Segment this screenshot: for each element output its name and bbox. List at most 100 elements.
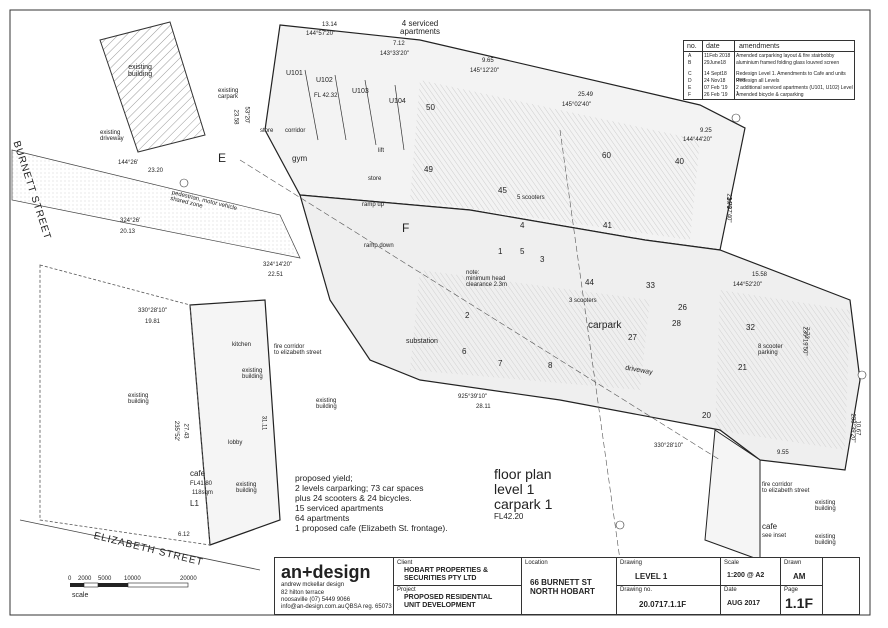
dim-17: 330°28'10": [138, 308, 168, 314]
grid-marker-a2: [857, 370, 867, 380]
dim-20: 144°52'20": [733, 282, 763, 288]
cafe-fl-label: FL41.80: [190, 481, 213, 487]
l1-label: L1: [190, 499, 199, 508]
dim-34: 234°37'40": [725, 193, 732, 223]
cafe-label: cafe: [190, 469, 206, 478]
yield-line-2: 2 levels carparking; 73 car spaces: [295, 483, 424, 493]
grid-line-e: [239, 159, 721, 461]
client-value: HOBART PROPERTIES & SECURITIES PTY LTD: [404, 567, 489, 582]
dim-5: 9.65: [482, 58, 494, 64]
scale-tb-label: Scale: [724, 560, 740, 566]
scale-tick-4: 20000: [180, 576, 197, 582]
page-value: 1.1F: [785, 595, 814, 611]
dim-7: 25.49: [578, 92, 594, 98]
yield-line-1: proposed yield;: [295, 473, 353, 483]
scooters8-label: 8 scooter parking: [758, 344, 783, 356]
existing-building-hatched: [99, 21, 206, 153]
amend-hdr-date: date: [706, 43, 720, 50]
see-inset-label: see inset: [762, 533, 787, 539]
dim-27: 6.12: [178, 532, 190, 538]
yield-line-3: plus 24 scooters & 24 bicycles.: [295, 493, 412, 503]
slot-21: 21: [738, 363, 747, 372]
slot-33: 33: [646, 281, 655, 290]
project-value: PROPOSED RESIDENTIAL UNIT DEVELOPMENT: [404, 594, 493, 609]
sheet-border: [9, 9, 871, 616]
dim-22: 28.11: [476, 404, 491, 410]
date-value: AUG 2017: [727, 600, 761, 607]
existing-building-1: existing building: [128, 64, 153, 78]
yield-line-4: 15 serviced apartments: [295, 503, 384, 513]
scooters3-label: 3 scooters: [569, 298, 597, 304]
drawn-cell: Drawn AM Page 1.1F: [780, 558, 823, 614]
project-label: Project: [397, 587, 416, 593]
unit-u102-label: U102: [316, 77, 333, 84]
unit-u104-label: U104: [389, 98, 406, 105]
ramp-down-label: ramp down: [364, 243, 394, 249]
slot-1: 1: [498, 247, 503, 256]
slot-27: 27: [628, 333, 637, 342]
dim-6: 145°12'20": [470, 68, 500, 74]
dim-18: 19.81: [145, 319, 161, 325]
dim-11: 23.20: [148, 168, 164, 174]
dim-15: 324°14'20": [263, 262, 293, 268]
slot-5: 5: [520, 247, 525, 256]
slot-32: 32: [746, 323, 755, 332]
existing-building-2: existing building: [128, 393, 149, 405]
amend-hdr-no: no.: [687, 43, 697, 50]
dim-35: 23.58: [232, 109, 239, 125]
ramp-up-label: ramp up: [362, 202, 385, 208]
scale-tick-2: 5000: [98, 576, 112, 582]
corridor-label: corridor: [285, 128, 306, 134]
grid-marker-b2: [615, 520, 625, 530]
drawing-title: floor plan level 1 carpark 1 FL42.20: [494, 467, 552, 522]
unit-u101-label: U101: [286, 70, 303, 77]
dim-23: 330°28'10": [654, 443, 684, 449]
client-label: Client: [397, 560, 413, 566]
carpark-area-label: carpark: [588, 320, 622, 331]
existing-building-7: existing building: [815, 500, 836, 512]
drawing-cell: Drawing LEVEL 1 Drawing no. 20.0717.1.1F: [616, 558, 721, 614]
location-value: 66 BURNETT ST NORTH HOBART: [530, 578, 595, 596]
scale-tick-3: 10000: [124, 576, 141, 582]
company-addr-2: noosaville (07) 5449 9066: [281, 597, 351, 603]
dim-1: 13.14: [322, 22, 338, 28]
drawing-value: LEVEL 1: [635, 572, 668, 581]
slot-41: 41: [603, 221, 612, 230]
title-block: an+design andrew mckellar design 82 hilt…: [274, 557, 860, 615]
slot-6: 6: [462, 347, 467, 356]
cafe-area-label: 118sqm: [192, 490, 213, 496]
dim-12: 144°26': [118, 160, 139, 166]
head-clearance-note: note: minimum head clearance 2.3m: [466, 270, 508, 288]
slot-2: 2: [465, 311, 470, 320]
slot-49: 49: [424, 165, 433, 174]
dim-19: 15.58: [752, 272, 768, 278]
cafe-inset-label: cafe: [762, 522, 778, 531]
dim-16: 22.51: [268, 272, 284, 278]
lift-label: lift: [378, 148, 384, 154]
slot-40: 40: [675, 157, 684, 166]
existing-building-left: [39, 264, 211, 546]
dim-9: 9.25: [700, 128, 712, 134]
burnett-street-road: [11, 149, 301, 259]
dim-28: 31.11: [260, 415, 267, 431]
fire-corridor-label-1: fire corridor to elizabeth street: [274, 344, 322, 356]
page-label: Page: [784, 587, 799, 593]
client-cell: Client HOBART PROPERTIES & SECURITIES PT…: [393, 558, 522, 614]
dim-8: 145°02'40": [562, 102, 592, 108]
dim-2: 144°57'20": [306, 31, 336, 37]
scale-label: scale: [72, 592, 89, 599]
parking-bays-east: [715, 290, 850, 450]
slot-60: 60: [602, 151, 611, 160]
drawing-no-value: 20.0717.1.1F: [639, 600, 687, 609]
dim-14: 20.13: [120, 229, 136, 235]
scooters5-label: 5 scooters: [517, 195, 545, 201]
store-label: store: [260, 128, 274, 134]
unit-u103-label: U103: [352, 88, 369, 95]
yield-line-6: 1 proposed cafe (Elizabeth St. frontage)…: [295, 523, 448, 533]
grid-letter-f: F: [402, 221, 410, 235]
lobby-label: lobby: [228, 440, 243, 446]
dim-25: 235°52': [173, 420, 180, 442]
grid-line-b: [559, 129, 621, 561]
location-cell: Location 66 BURNETT ST NORTH HOBART: [521, 558, 617, 614]
